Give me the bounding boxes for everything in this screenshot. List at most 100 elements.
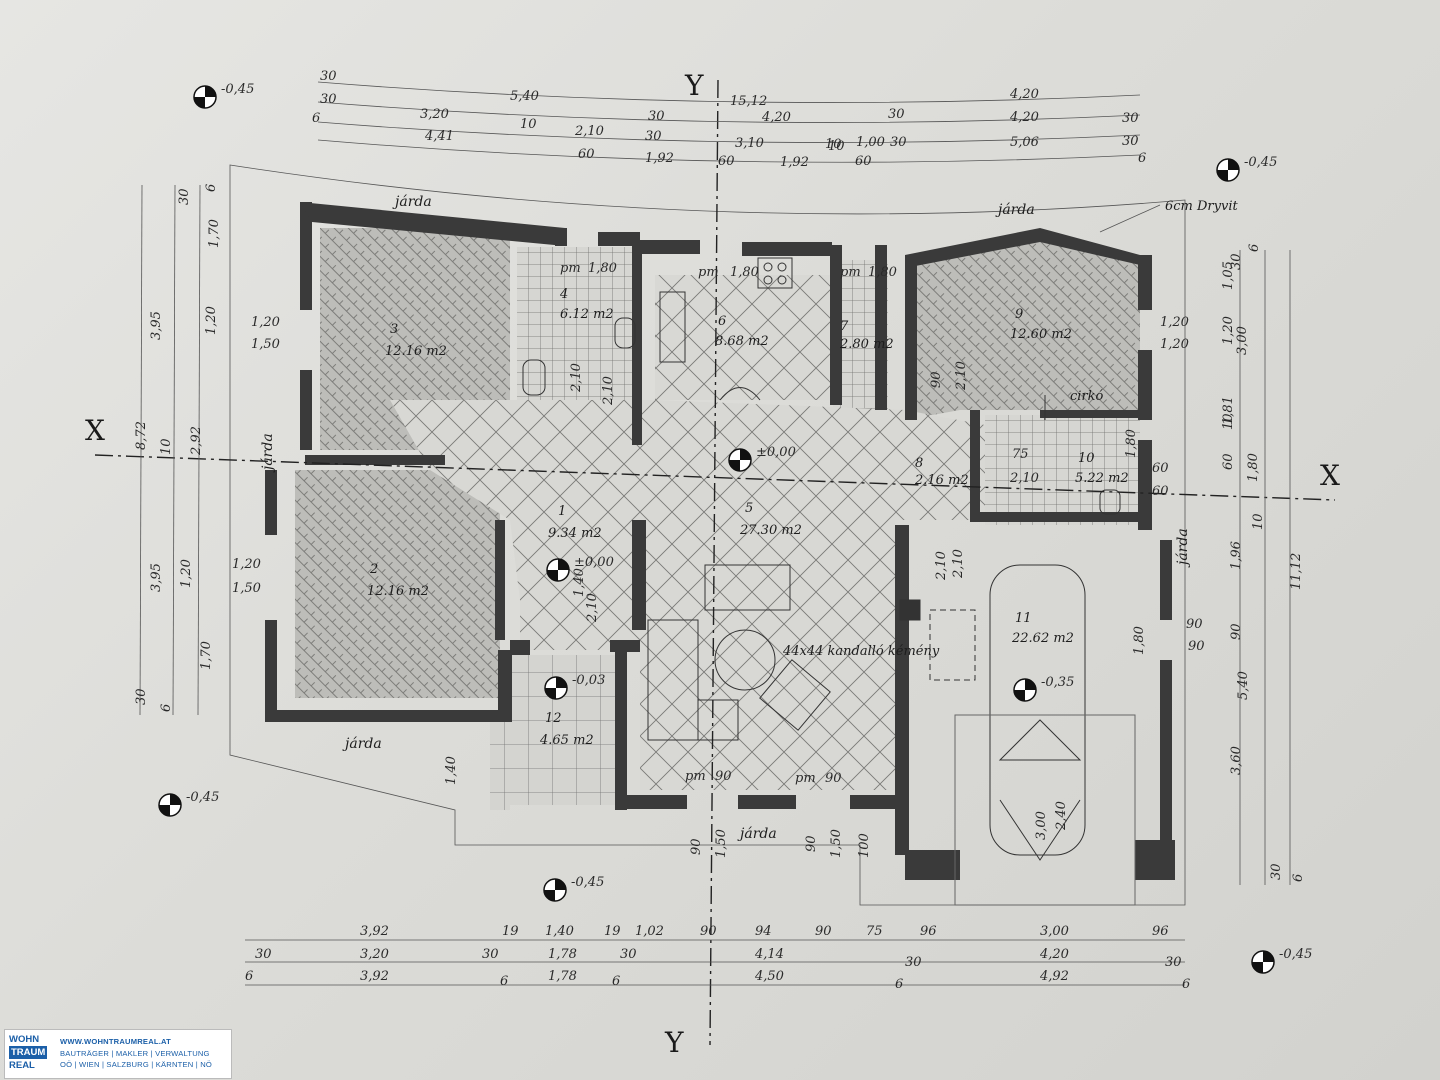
dim-right-1-96: 1,96 xyxy=(1229,541,1244,570)
win-2-b: 1,50 xyxy=(232,581,261,596)
level-markers: -0,45-0,45-0,45-0,45-0,45±0,00±0,00-0,03… xyxy=(158,82,1312,974)
dim-left-2-92: 2,92 xyxy=(189,426,204,456)
dim-right-30-top: 30 xyxy=(1229,253,1244,270)
dim-top-4-5: 10 xyxy=(828,139,845,154)
dim-top-2-4: 4,20 xyxy=(761,110,791,125)
dim-bot-3-6: 4,50 xyxy=(754,969,784,984)
op-3: 1,80 xyxy=(868,265,897,280)
axis-y-top: Y xyxy=(684,69,704,102)
dim-bot-2-5: 30 xyxy=(620,947,637,962)
op-rot-15: 100 xyxy=(857,833,872,858)
dim-bot-2-3: 30 xyxy=(482,947,499,962)
dim-left-1-20-bot: 1,20 xyxy=(179,559,194,588)
logo-line-2: TRAUM xyxy=(9,1046,47,1059)
pm-living-2: pm xyxy=(795,771,816,786)
level-marker: ±0,00 xyxy=(728,445,796,472)
level-marker-quadrant xyxy=(1228,159,1239,170)
jarda-right: járda xyxy=(1175,528,1191,568)
dim-bot-1-2: 19 xyxy=(502,924,519,939)
level-marker-quadrant xyxy=(1263,951,1274,962)
dim-right-1-05: 1,05 xyxy=(1221,261,1236,290)
room-6-no: 6 xyxy=(718,314,726,329)
dim-top-2-7: 30 xyxy=(1122,111,1139,126)
level-marker: -0,45 xyxy=(158,790,219,817)
dim-left-10: 10 xyxy=(159,438,174,455)
dim-top-4-4: 1,92 xyxy=(780,155,809,170)
op-rot-10: 1,80 xyxy=(1124,429,1139,458)
level-marker-quadrant xyxy=(194,97,205,108)
dim-bot-1-1: 3,92 xyxy=(360,924,389,939)
section-axes: Y Y X X xyxy=(85,69,1340,1059)
op-rot-13: 90 xyxy=(804,835,819,852)
brand-mark: WOHN TRAUM REAL xyxy=(9,1033,53,1075)
op-27: 75 xyxy=(1012,447,1029,462)
op-rot-9: 1,80 xyxy=(1132,626,1147,655)
dim-top-4-1: 60 xyxy=(578,147,595,162)
dim-bot-1-9: 75 xyxy=(866,924,883,939)
dim-bot-1-4: 19 xyxy=(604,924,621,939)
room-5-area: 27.30 m2 xyxy=(739,523,802,538)
dim-bot-1-11: 3,00 xyxy=(1040,924,1069,939)
dim-top-2-3: 30 xyxy=(648,109,665,124)
dim-right-5-40: 5,40 xyxy=(1236,671,1251,700)
cirko-label: cirkó xyxy=(1070,389,1104,404)
op-1: 1,80 xyxy=(588,261,617,276)
room-4-no: 4 xyxy=(559,287,568,302)
dim-left-30-top: 30 xyxy=(177,188,192,205)
level-marker-value: -0,45 xyxy=(186,790,219,805)
level-marker-quadrant xyxy=(555,879,566,890)
level-marker: -0,45 xyxy=(1251,947,1312,974)
dim-top-2-1: 30 xyxy=(320,92,337,107)
op-rot-8: 2,10 xyxy=(954,361,969,391)
room-12-area: 4.65 m2 xyxy=(539,733,594,748)
brand-url[interactable]: WWW.WOHNTRAUMREAL.AT xyxy=(60,1037,171,1046)
dim-top-3-4: 2,10 xyxy=(574,124,604,139)
dim-top-3-6: 3,10 xyxy=(735,136,764,151)
dim-left-8-72: 8,72 xyxy=(134,421,149,450)
op-28: 2,10 xyxy=(1009,471,1039,486)
level-marker-value: -0,45 xyxy=(1279,947,1312,962)
dim-top-2-5: 30 xyxy=(888,107,905,122)
dim-top-3-7: 10 xyxy=(825,137,842,152)
dim-bot-3-9: 6 xyxy=(1182,977,1190,992)
level-marker-value: -0,03 xyxy=(572,673,605,688)
level-marker-quadrant xyxy=(1014,690,1025,701)
dim-top-2-6: 4,20 xyxy=(1009,110,1039,125)
dim-bot-1-3: 1,40 xyxy=(545,924,574,939)
brand-text: WWW.WOHNTRAUMREAL.AT BAUTRÄGER | MAKLER … xyxy=(60,1036,212,1071)
dim-top-1-3: 4,20 xyxy=(1009,87,1039,102)
level-marker-quadrant xyxy=(547,570,558,581)
op-29: 60 xyxy=(1152,461,1169,476)
fireplace-label: 44x44 kandalló kémény xyxy=(782,644,940,659)
op-5: 90 xyxy=(825,771,842,786)
dim-bot-2-4: 1,78 xyxy=(548,947,577,962)
room-1-no: 1 xyxy=(558,504,566,519)
dim-top-4-3: 60 xyxy=(718,154,735,169)
room-12-no: 12 xyxy=(545,711,562,726)
logo-line-3: REAL xyxy=(9,1060,35,1071)
level-marker: -0,35 xyxy=(1013,675,1074,702)
room-6-area: 8.68 m2 xyxy=(715,334,769,349)
dim-bot-2-7: 30 xyxy=(905,955,922,970)
dim-top-3-9: 30 xyxy=(890,135,907,150)
level-marker-value: -0,35 xyxy=(1041,675,1074,690)
op-4: 90 xyxy=(715,769,732,784)
jarda-top-left: járda xyxy=(392,194,432,210)
room-2-no: 2 xyxy=(369,562,378,577)
level-marker-quadrant xyxy=(729,460,740,471)
brand-logo-box: WOHN TRAUM REAL WWW.WOHNTRAUMREAL.AT BAU… xyxy=(4,1029,232,1079)
dim-right-3-60: 3,60 xyxy=(1229,746,1244,775)
room-10-floor xyxy=(985,415,1140,525)
op-32: 90 xyxy=(1188,639,1205,654)
level-marker: -0,45 xyxy=(543,875,604,902)
pm-6: pm xyxy=(698,265,719,280)
level-marker-quadrant xyxy=(740,449,751,460)
brand-line-3: OÖ | WIEN | SALZBURG | KÄRNTEN | NÖ xyxy=(60,1060,213,1069)
win-2-a: 1,20 xyxy=(232,557,261,572)
dryvit-label: 6cm Dryvit xyxy=(1165,199,1238,214)
opening-labels: pm 1,80 pm 1,80 pm 1,80 pm 90 pm 90 75 2… xyxy=(232,261,1205,786)
room-2-floor xyxy=(295,470,500,698)
